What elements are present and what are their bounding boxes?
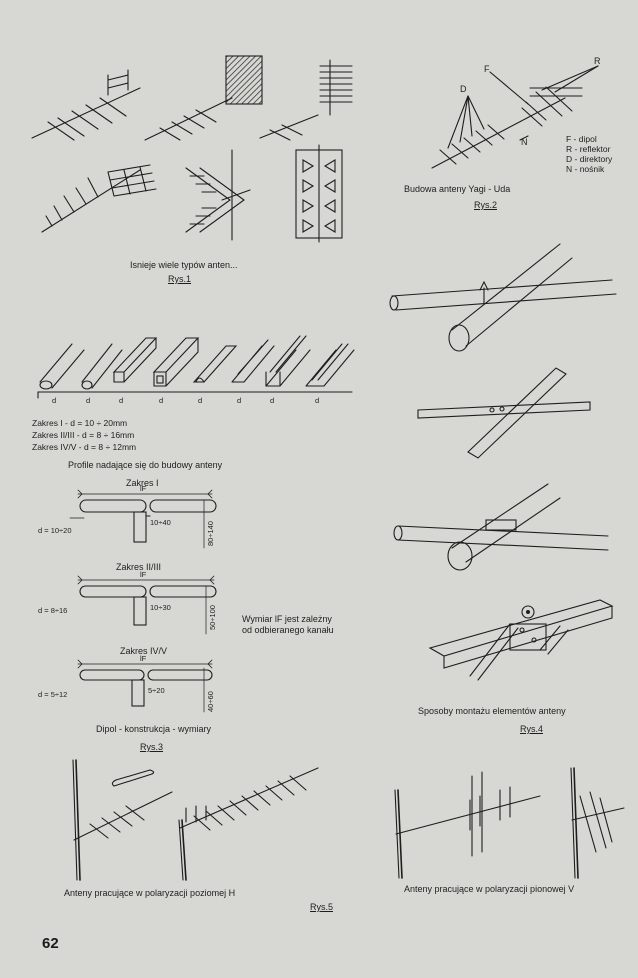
mount-drawing-tube-bracket xyxy=(393,483,609,571)
dipole-z1-h: 80÷140 xyxy=(206,521,215,546)
antenna-type-grid-reflector xyxy=(144,55,263,141)
dipole-z2-d: d = 8÷16 xyxy=(38,606,68,615)
fig1-label: Rys.1 xyxy=(168,274,192,284)
profile-d-label: d xyxy=(198,396,203,405)
dipole-z1-d: d = 10÷20 xyxy=(38,526,72,535)
dipole-z2-h: 50÷100 xyxy=(208,605,217,630)
profile-sections xyxy=(37,335,355,399)
profile-d-label: d xyxy=(270,396,275,405)
profile-d-label: d xyxy=(315,396,320,405)
dipole-z3-title: Zakres IV/V xyxy=(120,646,168,656)
fig5-caption-horizontal: Anteny pracujące w polaryzacji poziomej … xyxy=(64,888,236,898)
antenna-type-yagi-small xyxy=(31,69,141,141)
page-number: 62 xyxy=(42,935,59,952)
antenna-vertical-2 xyxy=(570,767,625,879)
dipole-z1-lf: lF xyxy=(140,484,147,493)
mount-drawing-tube-cross xyxy=(389,243,617,352)
dipole-z3-h: 40÷60 xyxy=(206,691,215,712)
yagi-letter-r: R xyxy=(594,56,601,66)
profile-d-label: d xyxy=(119,396,124,405)
mount-drawing-square-boom xyxy=(428,599,614,681)
fig4-caption: Sposoby montażu elementów anteny xyxy=(418,706,566,716)
zakres-line-2: Zakres II/III - d = 8 ÷ 16mm xyxy=(32,430,135,440)
mount-drawing-flat-strips xyxy=(417,367,591,459)
dipole-z2-title: Zakres II/III xyxy=(116,562,162,572)
yagi-letter-f: F xyxy=(484,64,490,74)
antenna-type-stacked xyxy=(259,59,353,141)
dipole-zakres-3 xyxy=(77,659,213,713)
fig4-label: Rys.4 xyxy=(520,724,544,734)
yagi-legend-item: N - nośnik xyxy=(566,164,605,174)
fig3-caption: Dipol - konstrukcja - wymiary xyxy=(96,724,212,734)
yagi-letter-d: D xyxy=(460,84,467,94)
dipole-z3-lf: lF xyxy=(140,654,147,663)
dipole-z1-gap: 10÷40 xyxy=(150,518,171,527)
dipole-z2-gap: 10÷30 xyxy=(150,603,171,612)
dipole-z3-gap: 5÷20 xyxy=(148,686,165,695)
yagi-legend-item: D - direktory xyxy=(566,154,613,164)
antenna-horizontal-1 xyxy=(72,759,173,881)
antenna-type-corner-reflector xyxy=(185,149,251,241)
profile-d-label: d xyxy=(159,396,164,405)
dipole-zakres-2 xyxy=(77,575,217,635)
antenna-horizontal-2 xyxy=(178,767,319,881)
fig2-label: Rys.2 xyxy=(474,200,498,210)
fig3-note-line2: od odbieranego kanału xyxy=(242,625,334,635)
antenna-vertical-1 xyxy=(394,771,541,879)
profile-d-label: d xyxy=(86,396,91,405)
yagi-legend-item: F - dipol xyxy=(566,134,597,144)
profile-d-label: d xyxy=(237,396,242,405)
antenna-type-log-periodic xyxy=(41,164,157,233)
profiles-caption: Profile nadające się do budowy anteny xyxy=(68,460,223,470)
zakres-line-1: Zakres I - d = 10 ÷ 20mm xyxy=(32,418,128,428)
fig2-caption: Budowa anteny Yagi - Uda xyxy=(404,184,511,194)
fig5-caption-vertical: Anteny pracujące w polaryzacji pionowej … xyxy=(404,884,575,894)
antenna-type-panel-array xyxy=(295,144,343,243)
fig3-note-line1: Wymiar lF jest zależny xyxy=(242,614,332,624)
zakres-line-3: Zakres IV/V - d = 8 ÷ 12mm xyxy=(32,442,137,452)
fig5-label: Rys.5 xyxy=(310,902,334,912)
yagi-uda-diagram xyxy=(431,65,599,169)
yagi-letter-n: N xyxy=(521,137,528,147)
dipole-zakres-1 xyxy=(69,489,217,549)
yagi-legend-item: R - reflektor xyxy=(566,144,611,154)
dipole-z1-title: Zakres I xyxy=(126,478,159,488)
fig1-caption: Isnieje wiele typów anten... xyxy=(130,260,238,270)
dipole-z2-lf: lF xyxy=(140,570,147,579)
dipole-z3-d: d = 5÷12 xyxy=(38,690,68,699)
fig3-label: Rys.3 xyxy=(140,742,164,752)
yagi-legend: F - dipol R - reflektor D - direktory N … xyxy=(566,134,612,174)
profile-d-label: d xyxy=(52,396,57,405)
